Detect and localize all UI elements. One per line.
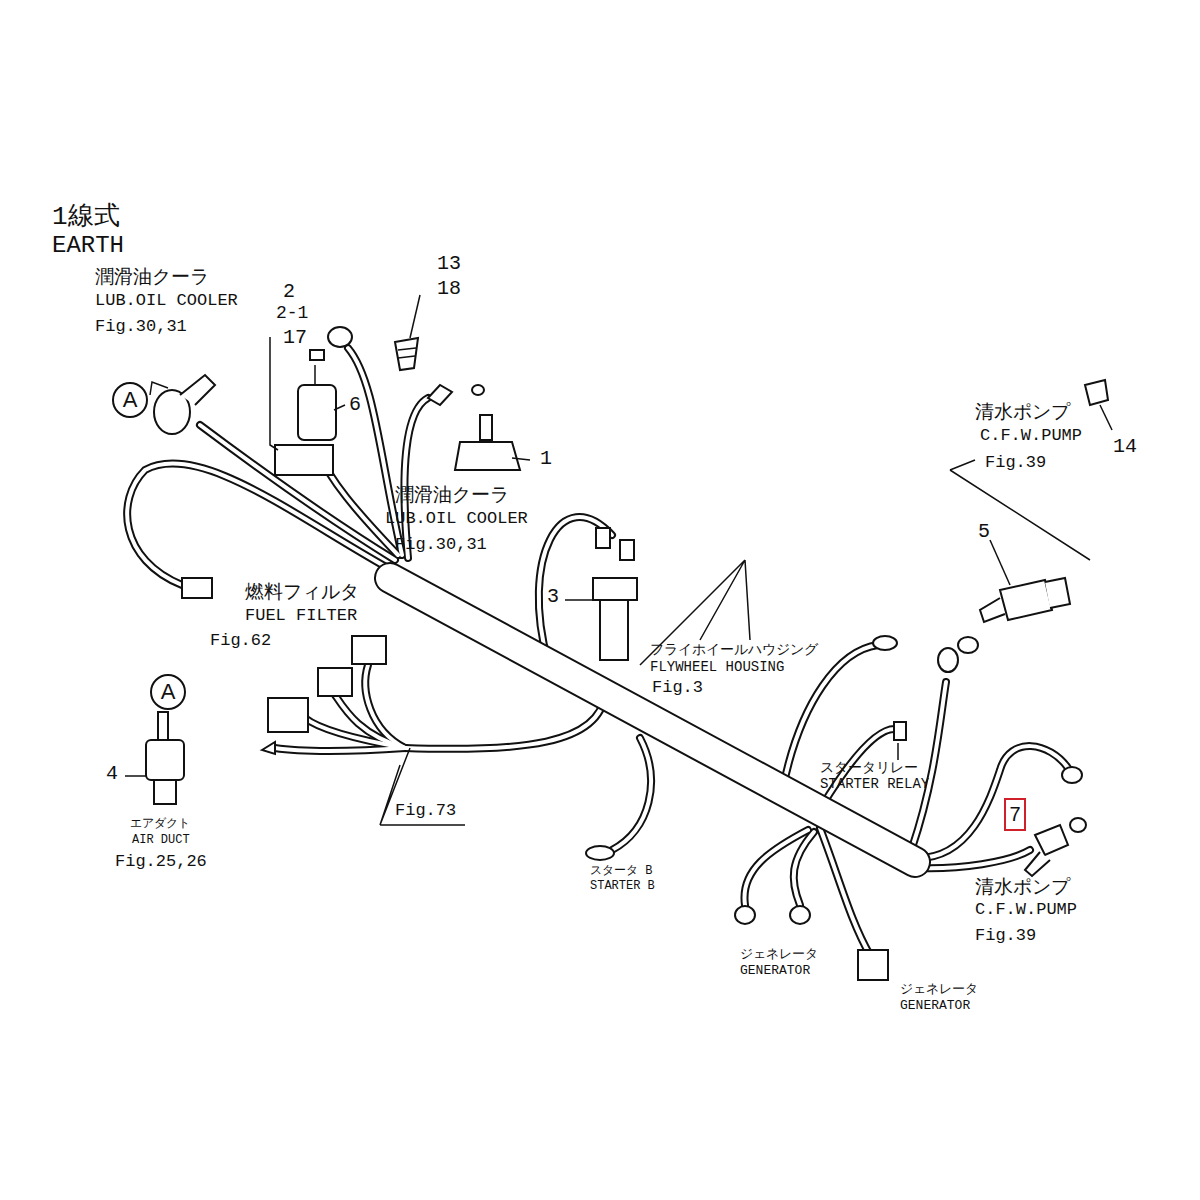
callout-number: 7 (1009, 803, 1020, 826)
part-label: スタータリレー (820, 761, 918, 776)
part-label: Fig.25,26 (115, 853, 207, 872)
part-label: 1線式 (52, 203, 120, 232)
callout-number: 6 (349, 394, 361, 416)
part-label: 潤滑油クーラ (95, 268, 209, 289)
part-label: 燃料フィルタ (245, 583, 359, 604)
part-label: Fig.39 (985, 454, 1046, 473)
callout-number: 13 (437, 253, 461, 275)
callout-number: 18 (437, 278, 461, 300)
part-label: 潤滑油クーラ (395, 486, 509, 507)
callout-number: 5 (978, 521, 990, 543)
callout-box: 7 (1004, 798, 1025, 831)
part-label: Fig.73 (395, 802, 456, 821)
part-label: スタータ B (590, 865, 652, 878)
part-label: Fig.30,31 (95, 318, 187, 337)
part-label: 清水ポンプ (975, 878, 1070, 899)
part-label: STARTER RELAY (820, 777, 929, 792)
part-label: エアダクト (130, 818, 190, 831)
part-label: 清水ポンプ (975, 403, 1070, 424)
part-label: C.F.W.PUMP (975, 901, 1077, 920)
part-label: Fig.62 (210, 632, 271, 651)
part-label: GENERATOR (740, 964, 810, 978)
callout-number: 2-1 (276, 304, 308, 324)
part-label: STARTER B (590, 880, 655, 893)
part-label: EARTH (52, 233, 124, 259)
callout-number: 1 (540, 448, 552, 470)
callout-number: A (123, 387, 138, 413)
part-label: C.F.W.PUMP (980, 427, 1082, 446)
part-label: LUB.OIL COOLER (95, 292, 238, 311)
callout-number: 3 (547, 586, 559, 608)
part-label: LUB.OIL COOLER (385, 510, 528, 529)
callout-number: 17 (283, 327, 307, 349)
callout-number: 14 (1113, 436, 1137, 458)
part-label: FUEL FILTER (245, 607, 357, 626)
part-label: フライホイールハウジング (650, 643, 818, 658)
callout-number: 2 (283, 281, 295, 303)
part-label: Fig.39 (975, 927, 1036, 946)
part-label: FLYWHEEL HOUSING (650, 660, 784, 675)
part-label: Fig.3 (652, 679, 703, 698)
callout-number: A (161, 679, 176, 705)
callout-number: 4 (106, 763, 118, 785)
part-label: ジェネレータ (900, 983, 978, 997)
part-label: GENERATOR (900, 999, 970, 1013)
part-label: AIR DUCT (132, 834, 190, 847)
part-label: Fig.30,31 (395, 536, 487, 555)
reference-circle: A (112, 382, 148, 418)
part-label: ジェネレータ (740, 948, 818, 962)
reference-circle: A (150, 674, 186, 710)
